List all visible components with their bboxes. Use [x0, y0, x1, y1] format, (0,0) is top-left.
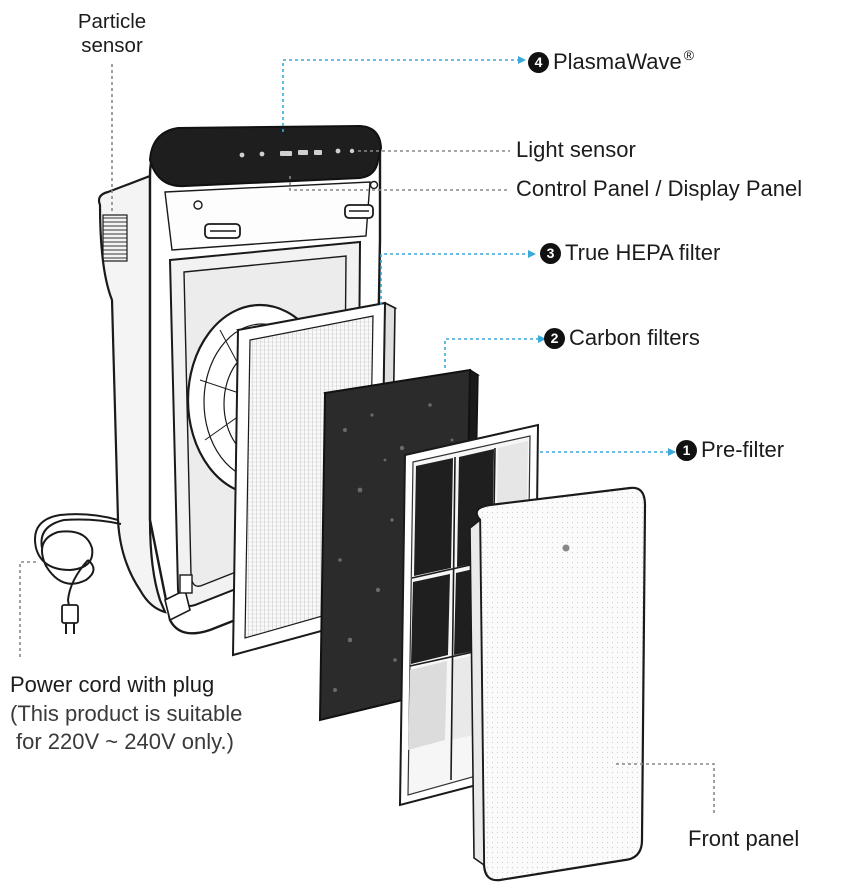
leader-arrowheads [518, 56, 676, 456]
label-particle-sensor-line1: Particle [77, 10, 147, 33]
prefilter-text: Pre-filter [701, 437, 785, 462]
registered-mark: ® [683, 47, 695, 63]
hepa-text: True HEPA filter [565, 240, 721, 265]
control-display-panel [148, 124, 383, 188]
label-power-cord-line3: for 220V ~ 240V only.) [16, 728, 234, 754]
carbon-text: Carbon filters [569, 325, 700, 350]
leader-hepa [380, 253, 530, 305]
carbon-number-badge: 2 [544, 328, 565, 349]
power-plug [61, 604, 79, 634]
hepa-number-badge: 3 [540, 243, 561, 264]
display-buttons [239, 148, 355, 158]
plasmawave-number-badge: 4 [528, 52, 549, 73]
label-power-cord: Power cord with plug (This product is su… [10, 672, 242, 754]
label-front-panel: Front panel [688, 826, 800, 851]
label-particle-sensor-line2: sensor [81, 33, 143, 57]
label-control-panel: Control Panel / Display Panel [516, 176, 803, 201]
label-light-sensor: Light sensor [516, 137, 636, 162]
leader-front-panel [616, 763, 715, 815]
label-particle-sensor: Particle sensor [66, 10, 158, 57]
plasmawave-text: PlasmaWave [553, 49, 682, 74]
leader-plasmawave [282, 59, 520, 132]
label-power-cord-line2: (This product is suitable [10, 701, 243, 727]
front-panel [469, 486, 647, 882]
leader-carbon [444, 338, 540, 368]
prefilter-number-badge: 1 [676, 440, 697, 461]
leader-lines [19, 59, 715, 815]
label-power-cord-line1: Power cord with plug [10, 672, 215, 697]
power-cord [34, 513, 122, 613]
leader-power-cord [19, 561, 36, 658]
leader-control-panel [289, 176, 510, 191]
particle-sensor-vent [102, 214, 128, 262]
front-panel-logo [562, 544, 570, 552]
